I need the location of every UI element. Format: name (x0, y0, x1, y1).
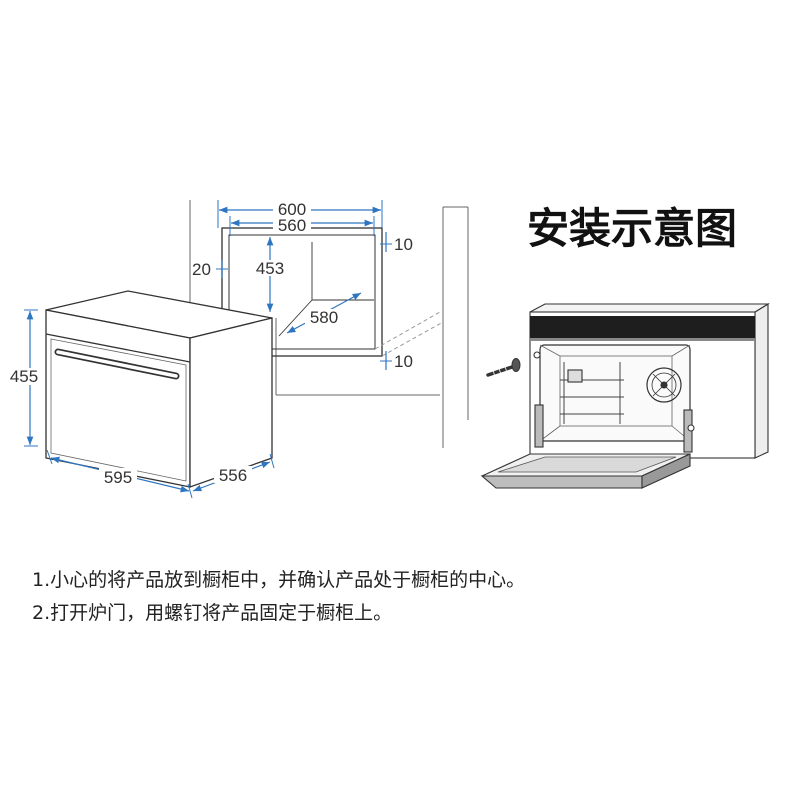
dimension-label-580: 580 (310, 308, 338, 327)
dimension-label-600: 600 (278, 200, 306, 219)
dimension-label-560: 560 (278, 216, 306, 235)
dimension-label-10-bottom: 10 (394, 352, 413, 371)
cabinet-depth-dashes (374, 311, 444, 357)
instruction-step-2: 2.打开炉门，用螺钉将产品固定于橱柜上。 (32, 602, 393, 624)
screw-hole-top (533, 351, 541, 359)
dimension-label-595: 595 (104, 468, 132, 487)
oven-open-control-panel (530, 316, 755, 338)
oven-door-side-edge (641, 453, 691, 489)
dimension-label-10-top: 10 (394, 235, 413, 254)
oven-control-panel-edge (45, 333, 191, 363)
dimension-opening-depth: 580 (286, 292, 362, 334)
dimension-cabinet-inner-width: 560 (229, 216, 375, 236)
dimension-gap-top: 10 (380, 232, 413, 254)
oven-door-glass (497, 456, 677, 473)
oven-cavity (539, 344, 691, 442)
dimension-cabinet-outer-width: 600 (217, 200, 383, 228)
dimension-gap-bottom: 10 (380, 351, 413, 371)
dimension-oven-depth: 556 (192, 453, 275, 492)
dimension-label-20: 20 (192, 260, 211, 279)
screw-hole-bottom (687, 424, 695, 432)
oven-front-face (45, 309, 191, 488)
diagram-title: 安装示意图 (527, 204, 738, 253)
dimension-opening-height: 453 (251, 237, 289, 312)
screw-icon (486, 358, 521, 378)
oven-open-side-face (754, 303, 769, 459)
oven-open (480, 303, 770, 489)
fan-icon (646, 367, 682, 403)
dimension-label-556: 556 (219, 466, 247, 485)
dimension-label-455: 455 (10, 367, 38, 386)
dimension-label-453: 453 (256, 259, 284, 278)
dimension-oven-height: 455 (3, 309, 45, 447)
oven-door-front-edge (480, 475, 643, 489)
dimension-oven-width: 595 (46, 449, 193, 499)
instruction-step-1: 1.小心的将产品放到橱柜中，并确认产品处于橱柜的中心。 (32, 569, 526, 591)
oven-lamp-icon (567, 369, 583, 383)
oven-closed (45, 290, 273, 488)
oven-cavity-back-wall (559, 355, 673, 427)
oven-side-face (189, 317, 273, 488)
oven-open-top-face (529, 303, 770, 313)
door-hinge-left (534, 404, 544, 448)
dimension-gap-left: 20 (192, 260, 228, 279)
cabinet-outline (189, 200, 469, 448)
